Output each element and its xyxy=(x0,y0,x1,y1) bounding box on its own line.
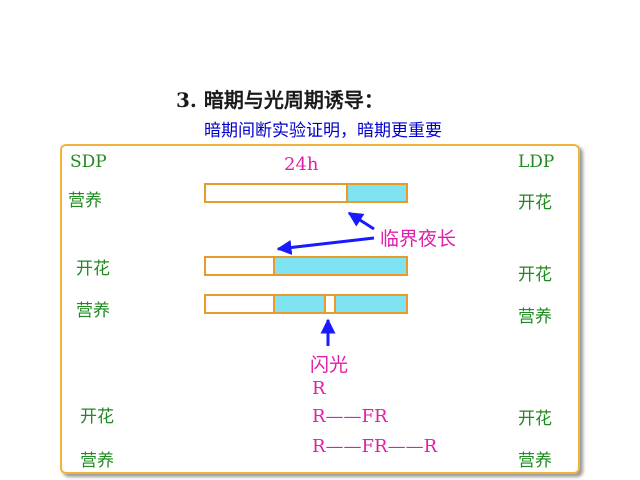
flash-sequence-r-fr: R——FR xyxy=(312,406,388,427)
r-fr-ldp-result: 开花 xyxy=(518,409,552,429)
dark-period-segment xyxy=(334,296,406,312)
flash-sequence-r: R xyxy=(312,378,326,399)
flash-segment xyxy=(324,296,336,312)
row1-ldp-result: 开花 xyxy=(518,193,552,213)
r-fr-sdp-result: 开花 xyxy=(80,407,114,427)
photoperiod-bar-long-day xyxy=(204,183,408,203)
light-period-segment xyxy=(206,296,273,312)
section-subtitle: 暗期间断实验证明，暗期更重要 xyxy=(204,121,442,141)
section-title: 3. 暗期与光周期诱导： xyxy=(176,88,384,112)
row2-ldp-result: 开花 xyxy=(518,265,552,285)
flash-sequence-r-fr-r: R——FR——R xyxy=(312,436,438,457)
row3-sdp-result: 营养 xyxy=(76,301,110,321)
row2-sdp-result: 开花 xyxy=(76,259,110,279)
r-fr-r-ldp-result: 营养 xyxy=(518,451,552,471)
row3-ldp-result: 营养 xyxy=(518,307,552,327)
light-period-segment xyxy=(206,185,346,201)
dark-period-segment xyxy=(346,185,406,201)
photoperiod-bar-night-break xyxy=(204,294,408,314)
row1-sdp-result: 营养 xyxy=(68,191,102,211)
hours-label: 24h xyxy=(284,154,319,175)
photoperiod-bar-short-day xyxy=(204,256,408,276)
dark-period-segment xyxy=(273,258,406,274)
dark-period-segment xyxy=(273,296,326,312)
sdp-label: SDP xyxy=(70,152,107,172)
critical-night-label: 临界夜长 xyxy=(380,228,457,250)
ldp-label: LDP xyxy=(518,152,555,172)
r-fr-r-sdp-result: 营养 xyxy=(80,451,114,471)
flash-label: 闪光 xyxy=(310,354,349,376)
light-period-segment xyxy=(206,258,273,274)
